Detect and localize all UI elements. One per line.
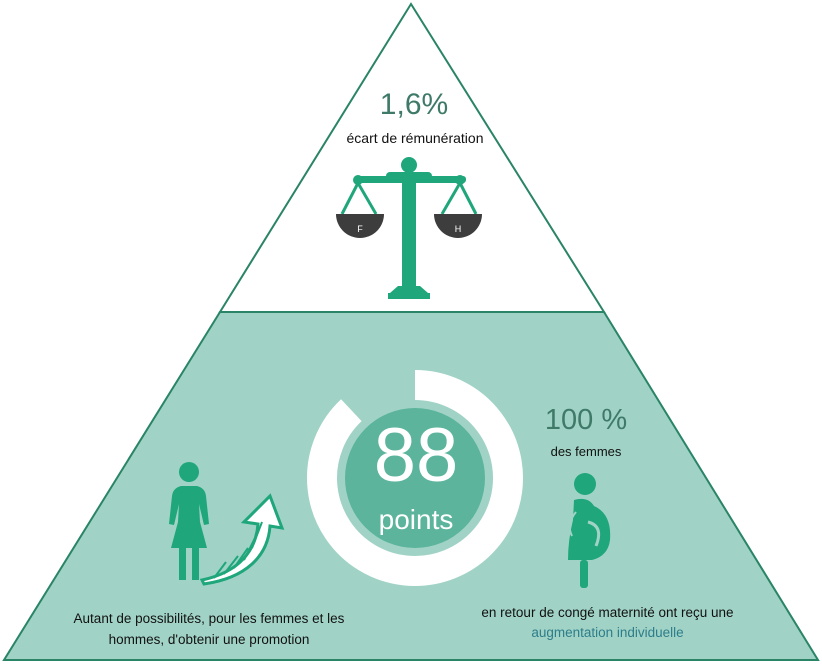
woman-icon [169, 462, 209, 580]
maternity-text-line2: augmentation individuelle [531, 625, 684, 640]
maternity-text-line1: en retour de congé maternité ont reçu un… [481, 605, 734, 620]
balance-scale-icon: F H [336, 157, 482, 299]
scale-pan-left [336, 214, 384, 238]
rising-arrow-icon [199, 493, 285, 586]
scale-pan-left-label: F [357, 224, 363, 234]
score-unit: points [378, 504, 454, 535]
scale-pan-right-label: H [455, 224, 462, 234]
scale-pan-right [434, 214, 482, 238]
pay-gap-label: écart de rémunération [346, 130, 484, 146]
score-value: 88 [373, 413, 459, 498]
maternity-value: 100 % [544, 404, 628, 436]
score-ring [307, 370, 523, 586]
pregnant-woman-icon [568, 473, 611, 588]
maternity-label: des femmes [550, 444, 622, 459]
pay-gap-value: 1,6% [379, 88, 449, 121]
score-ring-arc [307, 370, 523, 586]
promotion-text: Autant de possibilités, pour les femmes … [73, 611, 345, 647]
